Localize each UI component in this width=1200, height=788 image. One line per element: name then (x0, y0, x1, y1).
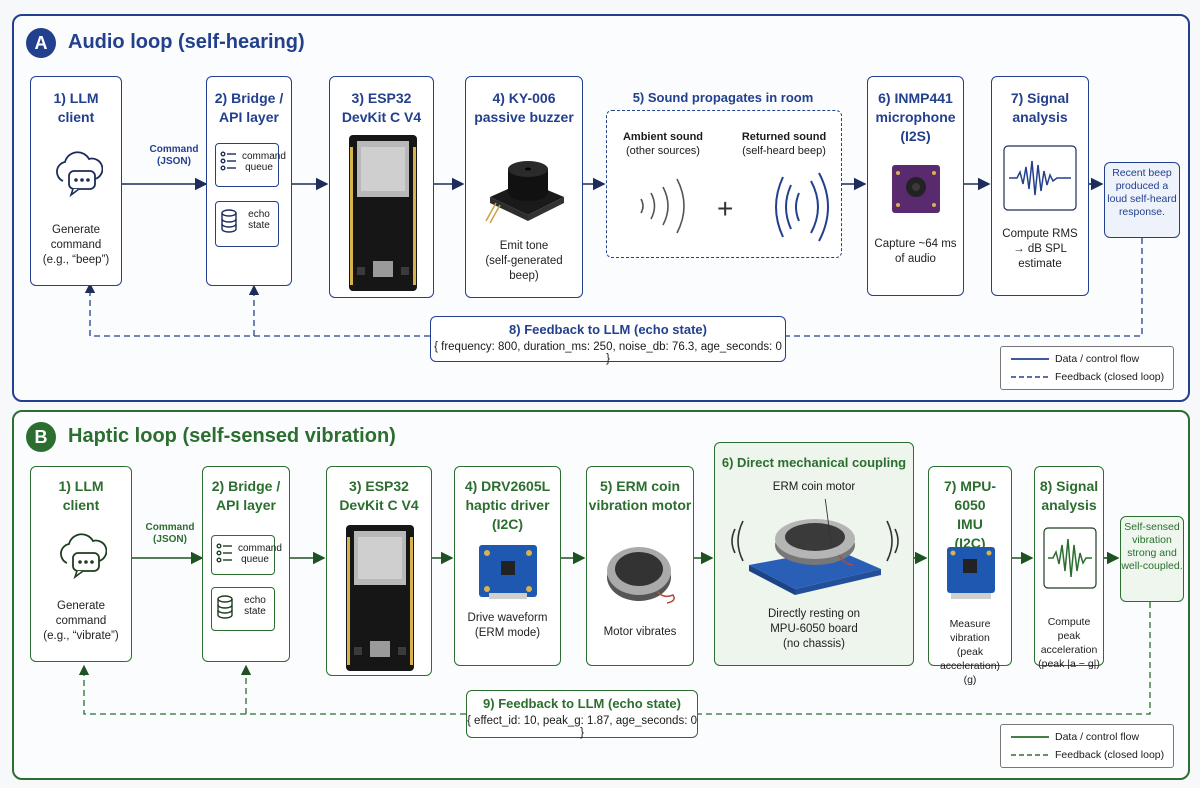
esp32-board-icon (349, 135, 417, 291)
imu-desc: Measure vibration (peak acceleration) (g… (939, 618, 1001, 686)
signal-analysis-title: 7) Signal analysis (1010, 90, 1070, 125)
legend-line-samples (1011, 358, 1049, 378)
haptic-driver-desc: Drive waveform (ERM mode) (467, 612, 548, 639)
buzzer-icon (485, 161, 564, 224)
waveform-icon (1043, 527, 1097, 589)
panel-badge: A (26, 28, 56, 58)
returned-sound-sub: (self-heard beep) (742, 145, 826, 157)
haptic-feedback-box: 9) Feedback to LLM (echo state) { effect… (466, 690, 698, 739)
command-queue-label: command queue (242, 151, 286, 173)
microphone-box: 6) INMP441 microphone (I2S) Capture ~64 … (867, 76, 964, 296)
esp32-board-icon (346, 525, 414, 671)
haptic-feedback-title: 9) Feedback to LLM (echo state) (483, 696, 681, 711)
esp32-box: 3) ESP32 DevKit C V4 (329, 76, 434, 298)
microphone-title: 6) INMP441 microphone (I2S) (875, 90, 956, 144)
llm-client-desc: Generate command (e.g., “beep”) (42, 224, 110, 266)
llm-client-title: 1) LLM client (58, 478, 104, 513)
signal-analysis-box: 7) Signal analysis Compute RMS → dB SPL … (991, 76, 1089, 296)
imu-title: 7) MPU-6050 IMU (I2C) (943, 478, 997, 551)
propagation-title: 5) Sound propagates in room (632, 90, 814, 105)
command-queue-card: command queue (211, 535, 282, 575)
list-icon (220, 151, 236, 171)
mechanical-coupling-desc: Directly resting on MPU-6050 board (no c… (767, 608, 861, 650)
signal-analysis-title: 8) Signal analysis (1039, 478, 1099, 513)
llm-client-box: 1) LLM client Generate command (e.g., “v… (30, 466, 132, 662)
mechanical-coupling-title: 6) Direct mechanical coupling (721, 455, 907, 470)
plus-sign: + (717, 193, 734, 224)
legend-dashed-label: Feedback (closed loop) (1055, 371, 1165, 383)
list-icon (216, 543, 232, 563)
legend-dashed-label: Feedback (closed loop) (1055, 749, 1165, 761)
command-queue-label: command queue (238, 543, 282, 565)
echo-state-card: echo state (211, 587, 275, 631)
esp32-title: 3) ESP32 DevKit C V4 (339, 478, 419, 513)
echo-state-label: echo state (244, 595, 266, 617)
microphone-board-icon (892, 165, 940, 213)
database-icon (221, 209, 237, 233)
command-json-label: Command (JSON) (145, 522, 195, 545)
mechanical-coupling-box: 6) Direct mechanical coupling ERM coin m… (714, 442, 914, 666)
llm-client-title: 1) LLM client (53, 90, 99, 125)
ambient-sound-title: Ambient sound (622, 131, 704, 143)
cloud-chat-icon (56, 151, 103, 197)
haptic-driver-title: 4) DRV2605L haptic driver (I2C) (464, 478, 551, 532)
signal-analysis-desc: Compute peak acceleration (peak |a − g|) (1038, 616, 1100, 670)
imu-board-icon (947, 547, 995, 599)
legend-line-samples (1011, 736, 1049, 756)
command-json-label: Command (JSON) (149, 144, 199, 167)
haptic-feedback-content: { effect_id: 10, peak_g: 1.87, age_secon… (467, 715, 697, 739)
haptic-result-note: Self-sensed vibration strong and well-co… (1120, 516, 1184, 602)
microphone-desc: Capture ~64 ms of audio (874, 238, 957, 265)
erm-motor-title: 5) ERM coin vibration motor (588, 478, 692, 513)
buzzer-box: 4) KY-006 passive buzzer Emit tone (self… (465, 76, 583, 298)
returned-sound-title: Returned sound (741, 131, 827, 143)
esp32-title: 3) ESP32 DevKit C V4 (341, 90, 422, 125)
audio-result-note: Recent beep produced a loud self-heard r… (1104, 162, 1180, 238)
database-icon (217, 595, 233, 619)
flow-arrows (78, 551, 1151, 715)
panel-title: Haptic loop (self-sensed vibration) (68, 425, 396, 447)
esp32-box: 3) ESP32 DevKit C V4 (326, 466, 432, 676)
bridge-api-title: 2) Bridge / API layer (211, 478, 281, 513)
imu-box: 7) MPU-6050 IMU (I2C) Measure vibration … (928, 466, 1012, 686)
erm-motor-box: 5) ERM coin vibration motor Motor vibrat… (586, 466, 694, 666)
cloud-chat-icon (60, 533, 107, 579)
bridge-api-box: 2) Bridge / API layer command queue echo… (202, 466, 290, 662)
command-queue-card: command queue (215, 143, 286, 187)
waveform-icon (1003, 145, 1077, 211)
signal-analysis-desc: Compute RMS → dB SPL estimate (1002, 228, 1078, 270)
mechanical-coupling-sub: ERM coin motor (772, 481, 856, 493)
signal-analysis-box: 8) Signal analysis Compute peak accelera… (1034, 466, 1104, 670)
audio-feedback-box: 8) Feedback to LLM (echo state) { freque… (430, 316, 786, 365)
audio-feedback-content: { frequency: 800, duration_ms: 250, nois… (434, 341, 782, 365)
driver-board-icon (479, 545, 537, 599)
haptic-driver-box: 4) DRV2605L haptic driver (I2C) Drive wa… (454, 466, 561, 666)
ambient-sound-waves-icon (640, 178, 685, 234)
bridge-api-box: 2) Bridge / API layer command queue echo… (206, 76, 292, 286)
propagation-box: Ambient sound (other sources) Returned s… (606, 110, 842, 258)
erm-motor-desc: Motor vibrates (603, 626, 677, 638)
coupled-motor-icon (731, 499, 899, 595)
panel-title: Audio loop (self-hearing) (68, 31, 305, 53)
returned-sound-waves-icon (775, 172, 829, 242)
bridge-api-title: 2) Bridge / API layer (214, 90, 284, 125)
ambient-sound-sub: (other sources) (626, 145, 700, 157)
llm-client-box: 1) LLM client Generate command (e.g., “b… (30, 76, 122, 286)
buzzer-title: 4) KY-006 passive buzzer (474, 90, 574, 125)
echo-state-card: echo state (215, 201, 279, 247)
buzzer-desc: Emit tone (self-generated beep) (485, 240, 563, 282)
echo-state-label: echo state (248, 209, 270, 231)
legend-solid-label: Data / control flow (1055, 731, 1140, 743)
legend-solid-label: Data / control flow (1055, 353, 1140, 365)
audio-legend: Data / control flow Feedback (closed loo… (1000, 346, 1174, 390)
flow-arrows (84, 177, 1143, 337)
llm-client-desc: Generate command (e.g., “vibrate”) (43, 600, 119, 642)
haptic-legend: Data / control flow Feedback (closed loo… (1000, 724, 1174, 768)
panel-badge: B (26, 422, 56, 452)
panel-haptic-loop: B Haptic loop (self-sensed vibration) Co… (12, 410, 1190, 780)
panel-audio-loop: A Audio loop (self-hearing) Command (JSO… (12, 14, 1190, 402)
coin-motor-icon (607, 547, 675, 604)
audio-feedback-title: 8) Feedback to LLM (echo state) (509, 322, 707, 337)
